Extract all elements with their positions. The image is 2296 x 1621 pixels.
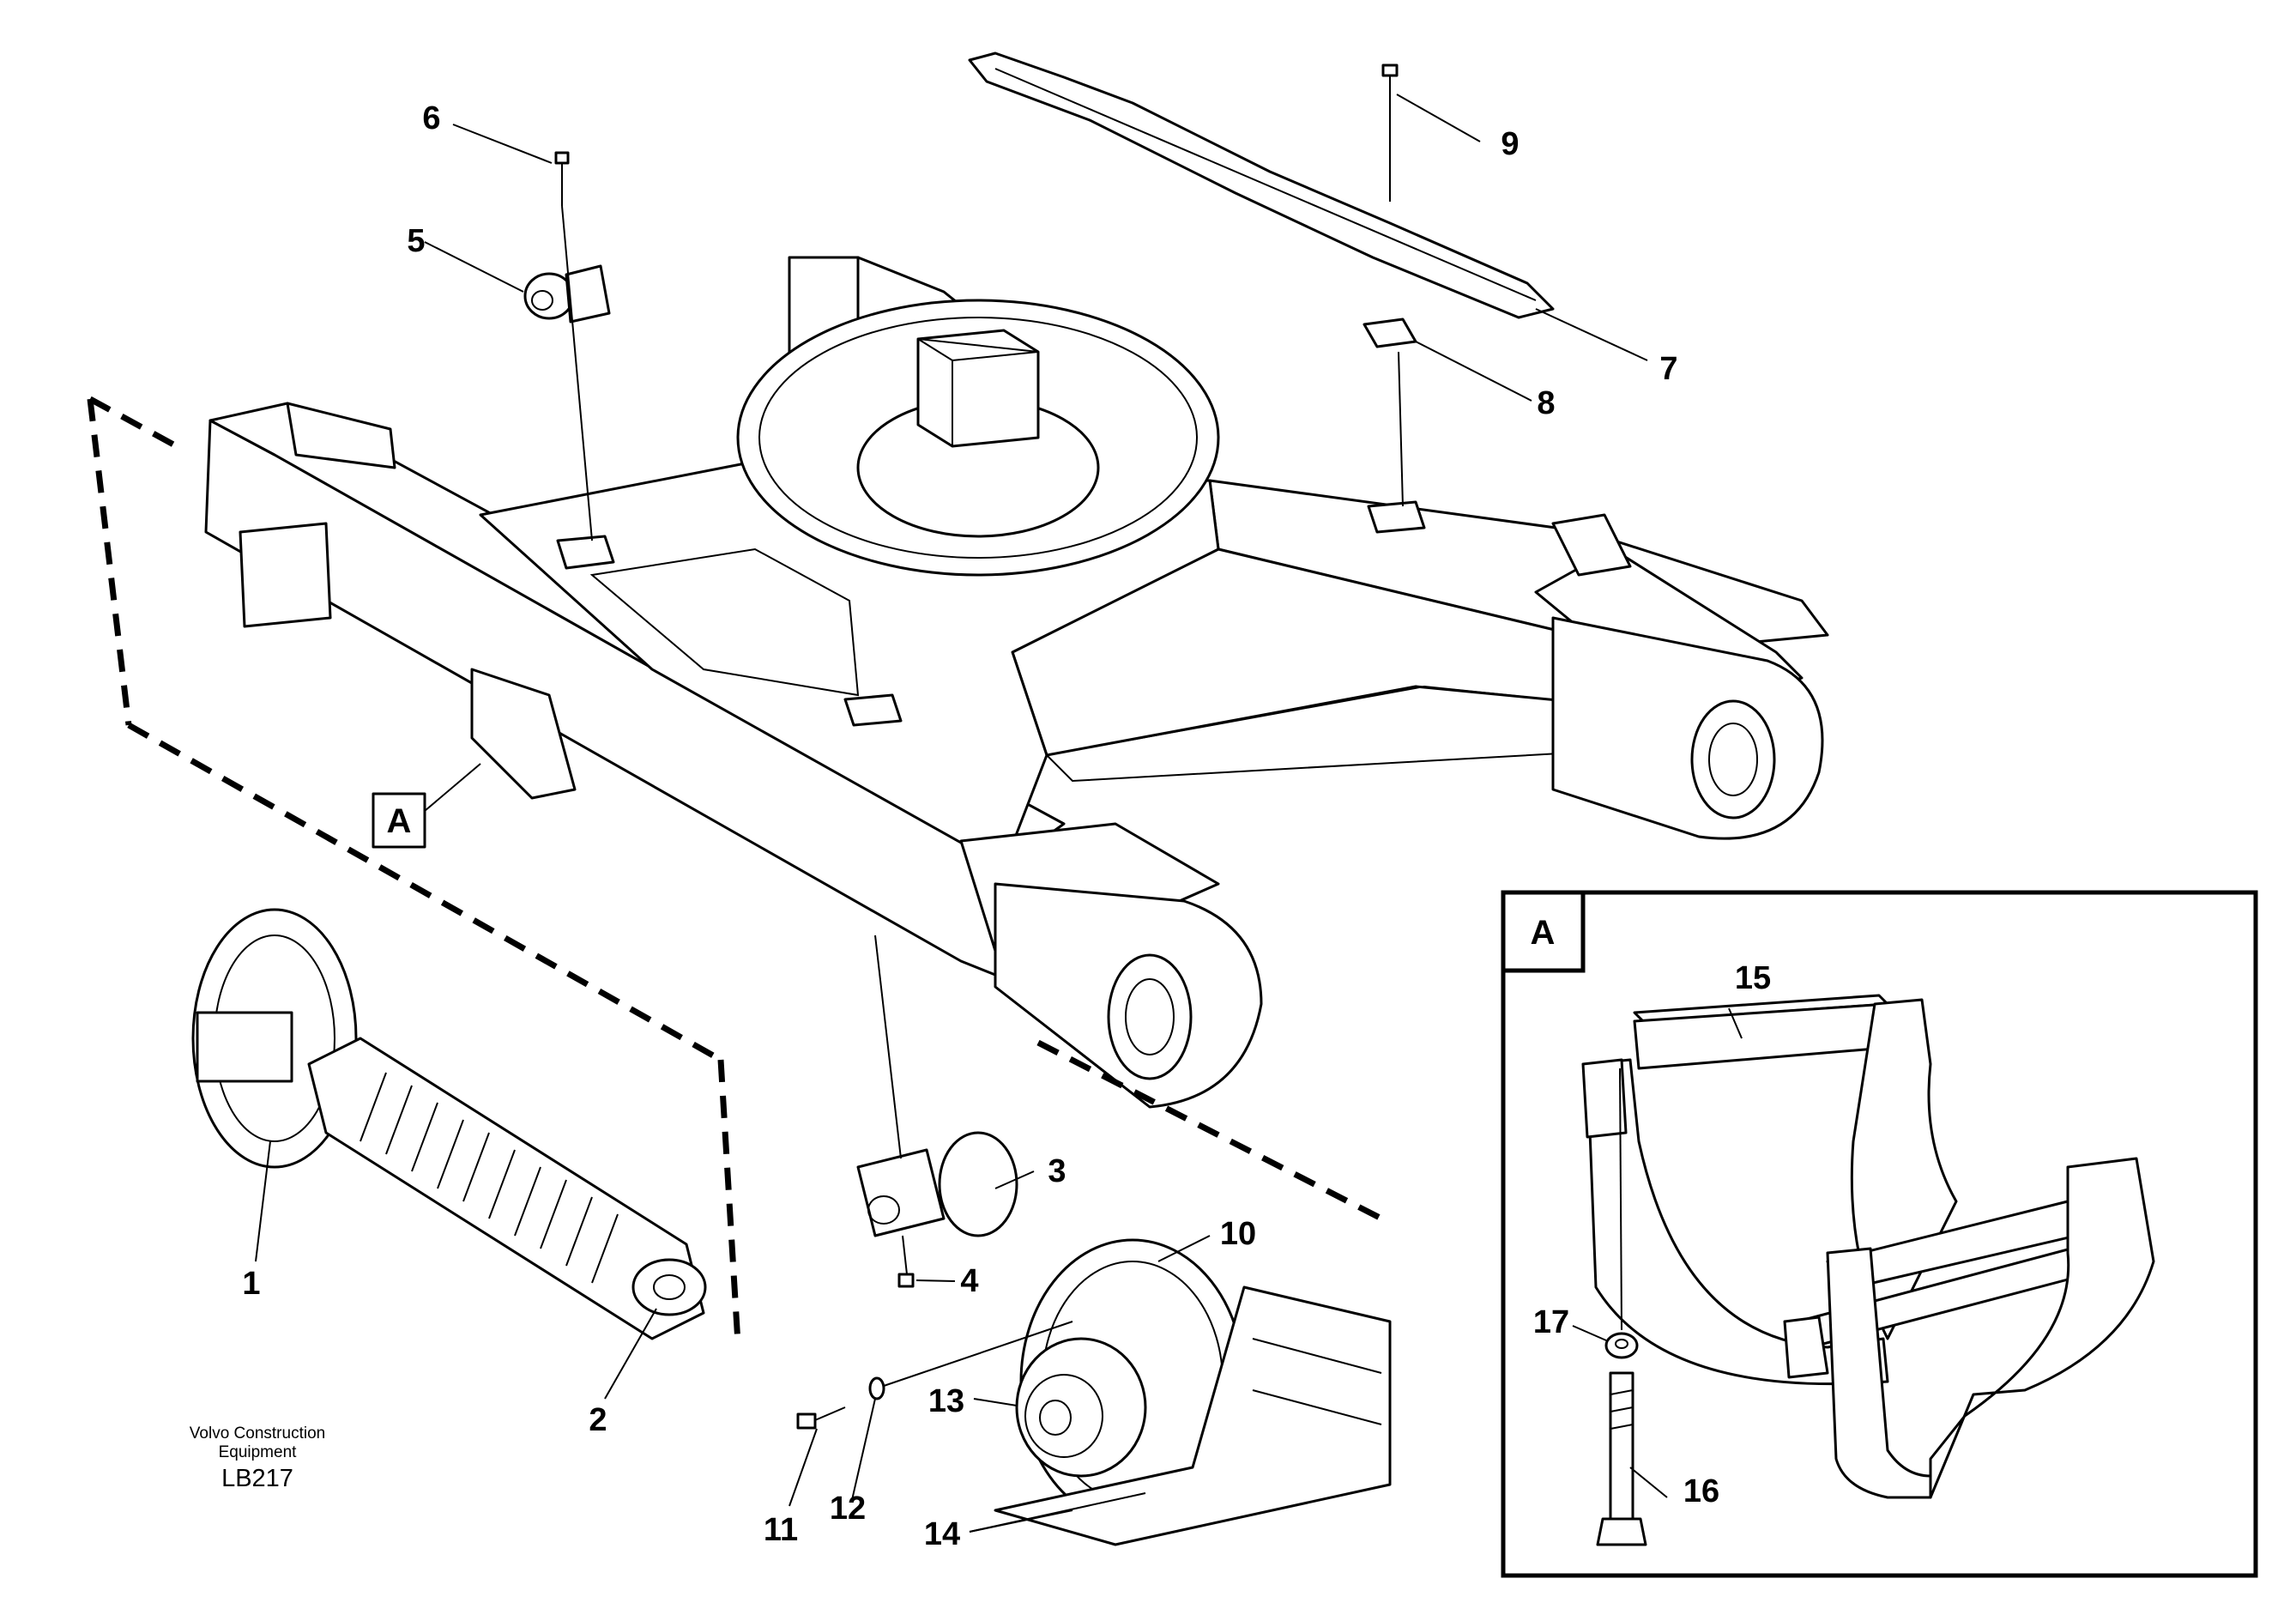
callout-7: 7: [1659, 351, 1677, 387]
part-5-carrier-roller: [523, 264, 611, 324]
part-14-track-chain: [994, 1285, 1392, 1546]
callout-10: 10: [1220, 1216, 1256, 1252]
callout-9: 9: [1501, 126, 1519, 162]
track-outline-dashed: [87, 396, 1383, 1344]
inset-detail-box: A: [1501, 890, 2258, 1578]
callout-15: 15: [1735, 960, 1771, 996]
callout-numbers: 6 5 9 7 8 1 2 3 4 10 13 11 12 14 15 16 1…: [242, 100, 1771, 1552]
part-3-track-roller: [856, 1131, 1018, 1237]
part-16-bolt: [1596, 1371, 1647, 1546]
credit-line-2: Equipment: [218, 1443, 297, 1461]
callout-5: 5: [407, 223, 425, 259]
callout-1: 1: [242, 1266, 260, 1302]
publisher-credit: Volvo Construction Equipment LB217: [146, 1424, 369, 1493]
callout-17: 17: [1533, 1304, 1569, 1340]
callout-11: 11: [764, 1512, 798, 1548]
part-9-screw: [1381, 64, 1399, 202]
credit-line-1: Volvo Construction: [189, 1424, 326, 1443]
part-4-bolt: [897, 1235, 915, 1288]
callout-13: 13: [928, 1383, 964, 1419]
callout-6: 6: [422, 100, 440, 136]
callout-14: 14: [924, 1516, 960, 1552]
part-15-bracket: [1581, 994, 2155, 1499]
frame-detail-tag: A: [372, 763, 481, 849]
callout-16: 16: [1683, 1473, 1719, 1509]
part-1-front-idler: [191, 908, 358, 1169]
detail-tag-label: A: [387, 802, 412, 840]
part-17-washer: [1604, 1332, 1639, 1359]
callout-12: 12: [830, 1491, 866, 1527]
part-8-plate: [1362, 318, 1417, 348]
callout-4: 4: [960, 1263, 978, 1299]
part-12-washer: [868, 1376, 885, 1400]
undercarriage-frame: [204, 256, 1829, 1109]
diagram-code: LB217: [221, 1465, 293, 1492]
part-13-travel-motor: [1015, 1337, 1147, 1478]
part-2-tension-spring: [307, 1037, 707, 1340]
part-6-screw: [554, 151, 570, 206]
part-7-guard-bar: [968, 51, 1555, 319]
inset-tag-label: A: [1531, 914, 1556, 952]
callout-3: 3: [1048, 1153, 1066, 1189]
callout-2: 2: [589, 1402, 607, 1438]
part-11-screw: [796, 1406, 846, 1430]
callout-leaders: [255, 94, 1743, 1533]
callout-8: 8: [1537, 385, 1555, 421]
